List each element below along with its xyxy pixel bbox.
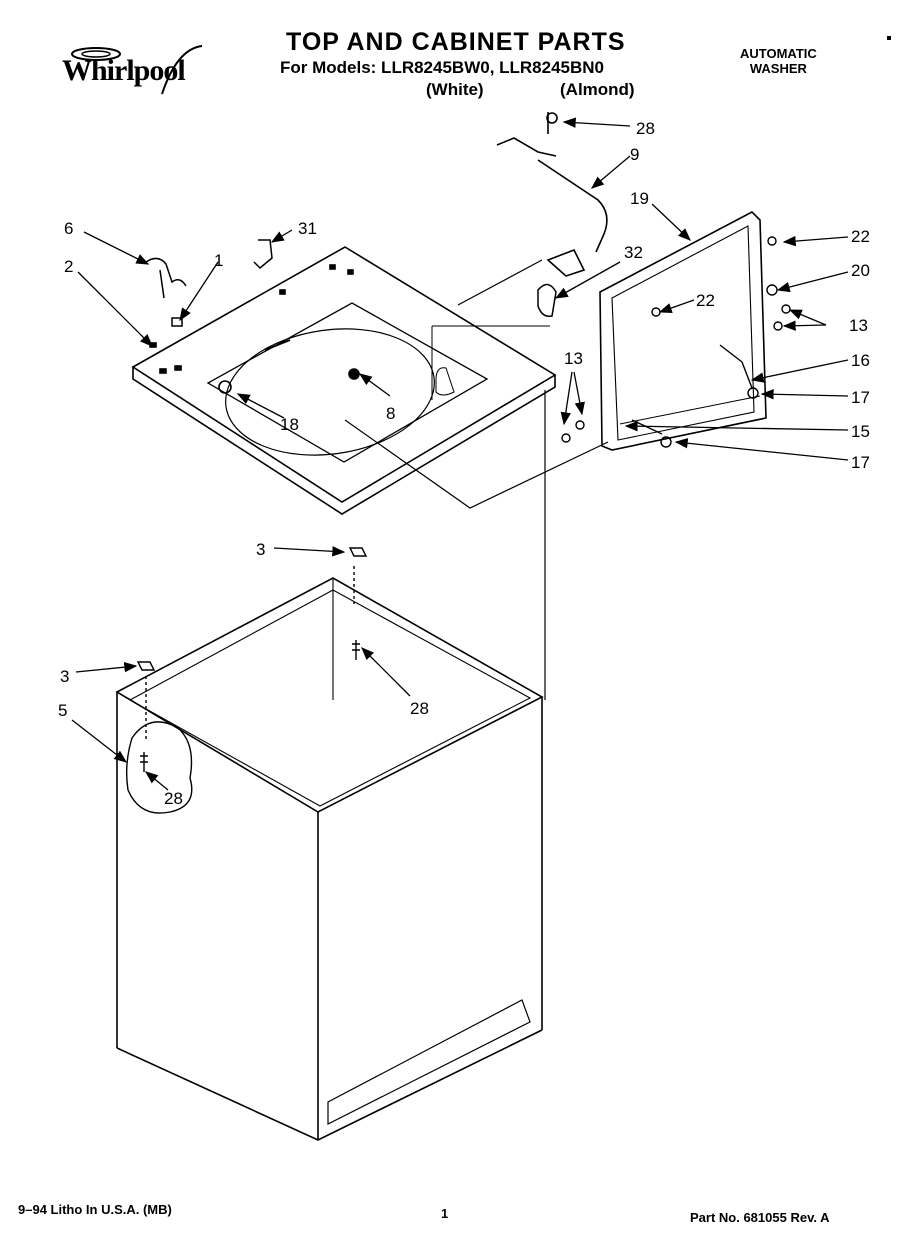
- cabinet: [115, 577, 544, 1141]
- callout-17-upper: 17: [851, 388, 870, 407]
- footer-page-number: 1: [441, 1206, 449, 1221]
- callout-22-lower: 22: [696, 291, 715, 310]
- lid-handle: [537, 283, 557, 318]
- callout-16: 16: [851, 351, 870, 370]
- product-type: AUTOMATIC WASHER: [740, 46, 817, 76]
- lid-switch-harness: [496, 112, 608, 277]
- product-line-1: AUTOMATIC: [740, 46, 817, 61]
- lid-frame: [599, 211, 767, 451]
- callout-18: 18: [280, 415, 299, 434]
- cabinet-cutaway: [125, 721, 193, 814]
- whirlpool-logo: Whirlpool: [62, 44, 217, 102]
- lid-hinge: [145, 257, 187, 299]
- callout-32: 32: [624, 243, 643, 262]
- product-line-2: WASHER: [749, 61, 807, 76]
- callout-3-lower: 3: [60, 667, 69, 686]
- callout-8: 8: [386, 404, 395, 423]
- callout-6: 6: [64, 219, 73, 238]
- washer-top-panel: [131, 246, 557, 515]
- callout-19: 19: [630, 189, 649, 208]
- callout-28-cabinet: 28: [410, 699, 429, 718]
- callout-31: 31: [298, 219, 317, 238]
- lid-switch-bracket: [253, 239, 273, 270]
- models-line: For Models: LLR8245BW0, LLR8245BN0: [280, 58, 605, 77]
- callout-13-right: 13: [849, 316, 868, 335]
- callout-2: 2: [64, 257, 73, 276]
- clip: [171, 317, 183, 327]
- footer-litho: 9–94 Litho In U.S.A. (MB): [18, 1202, 172, 1217]
- cabinet-fasteners: [136, 547, 368, 772]
- page-title: TOP AND CABINET PARTS: [286, 28, 626, 56]
- corner-mark: [887, 36, 891, 40]
- callout-1: 1: [214, 251, 223, 270]
- callout-9: 9: [630, 145, 639, 164]
- assembly-lines: [344, 259, 609, 700]
- callout-22-upper: 22: [851, 227, 870, 246]
- callout-5: 5: [58, 701, 67, 720]
- variant-white: (White): [426, 80, 484, 99]
- callout-15: 15: [851, 422, 870, 441]
- callout-28: 28: [636, 119, 655, 138]
- brand-wordmark: Whirlpool: [62, 54, 186, 87]
- callout-13-left: 13: [564, 349, 583, 368]
- lid-hardware: [561, 236, 791, 448]
- variant-almond: (Almond): [560, 80, 635, 99]
- whirlpool-swirl-icon: [71, 45, 203, 95]
- leader-lines: [71, 117, 849, 791]
- callout-17-lower: 17: [851, 453, 870, 472]
- footer-part-number: Part No. 681055 Rev. A: [690, 1210, 830, 1225]
- callout-3-upper: 3: [256, 540, 265, 559]
- callout-28-cutaway: 28: [164, 789, 183, 808]
- callout-20: 20: [851, 261, 870, 280]
